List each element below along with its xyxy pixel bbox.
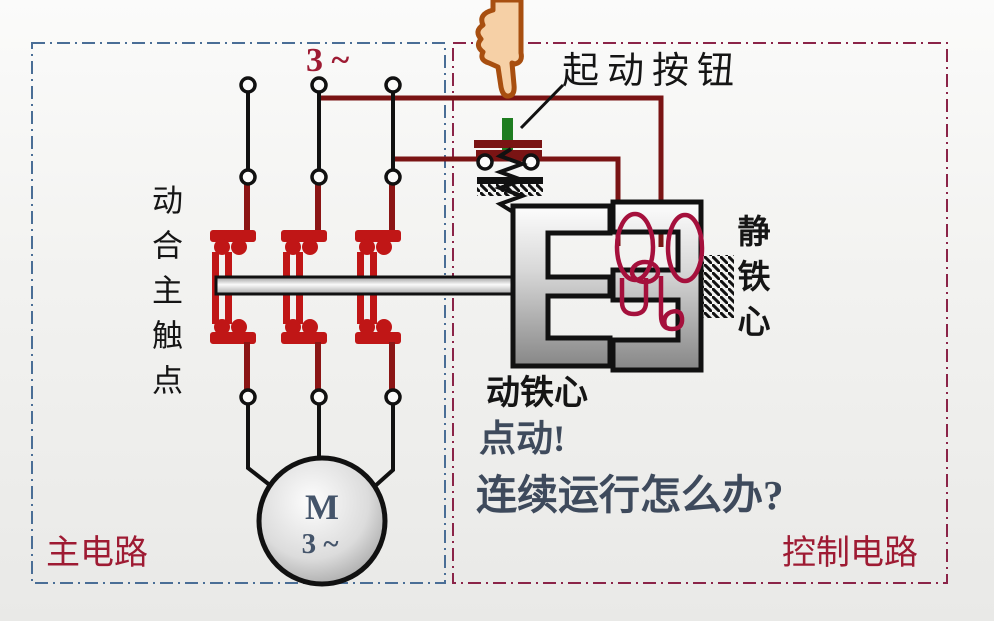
armature-shaft	[214, 275, 518, 296]
motor-circle	[256, 455, 388, 587]
support-bar	[477, 177, 543, 184]
phase-lines	[210, 76, 402, 489]
caption-question: 连续运行怎么办?	[476, 472, 784, 518]
main-contacts-label: 动合主触点	[147, 184, 182, 409]
button-bridge-upper	[474, 140, 542, 148]
static-core-label: 静铁心	[732, 214, 768, 349]
motor-symbol-label: M	[305, 487, 339, 527]
control-circuit-label: 控制电路	[782, 535, 918, 572]
static-iron-core	[610, 199, 704, 373]
control-circuit-box	[452, 42, 948, 584]
motor-phase-label: 3 ~	[301, 528, 339, 560]
button-contact-left	[476, 153, 494, 171]
hatched-wall-icon	[703, 255, 734, 318]
spring-zigzag-icon	[494, 147, 528, 214]
phase-label: 3 ~	[306, 42, 350, 79]
terminal-circles	[239, 76, 402, 406]
start-button-label: 起动按钮	[562, 51, 742, 92]
contact-phase-1	[210, 184, 256, 392]
main-circuit-box	[31, 42, 446, 584]
wire-coil-right	[319, 95, 664, 247]
callout-line	[519, 83, 565, 130]
main-circuit-label: 主电路	[46, 535, 148, 572]
contactor-coil	[614, 211, 705, 332]
caption-jog: 点动!	[479, 419, 566, 460]
phase-terminals	[246, 92, 395, 489]
button-contact-right	[522, 153, 540, 171]
start-button-symbol	[474, 118, 543, 214]
button-stem	[502, 118, 513, 150]
button-bridge-lower	[476, 150, 542, 157]
moving-iron-core	[510, 203, 613, 369]
moving-core-label: 动铁心	[486, 375, 588, 412]
hand-pointing-down-icon	[475, 0, 524, 99]
